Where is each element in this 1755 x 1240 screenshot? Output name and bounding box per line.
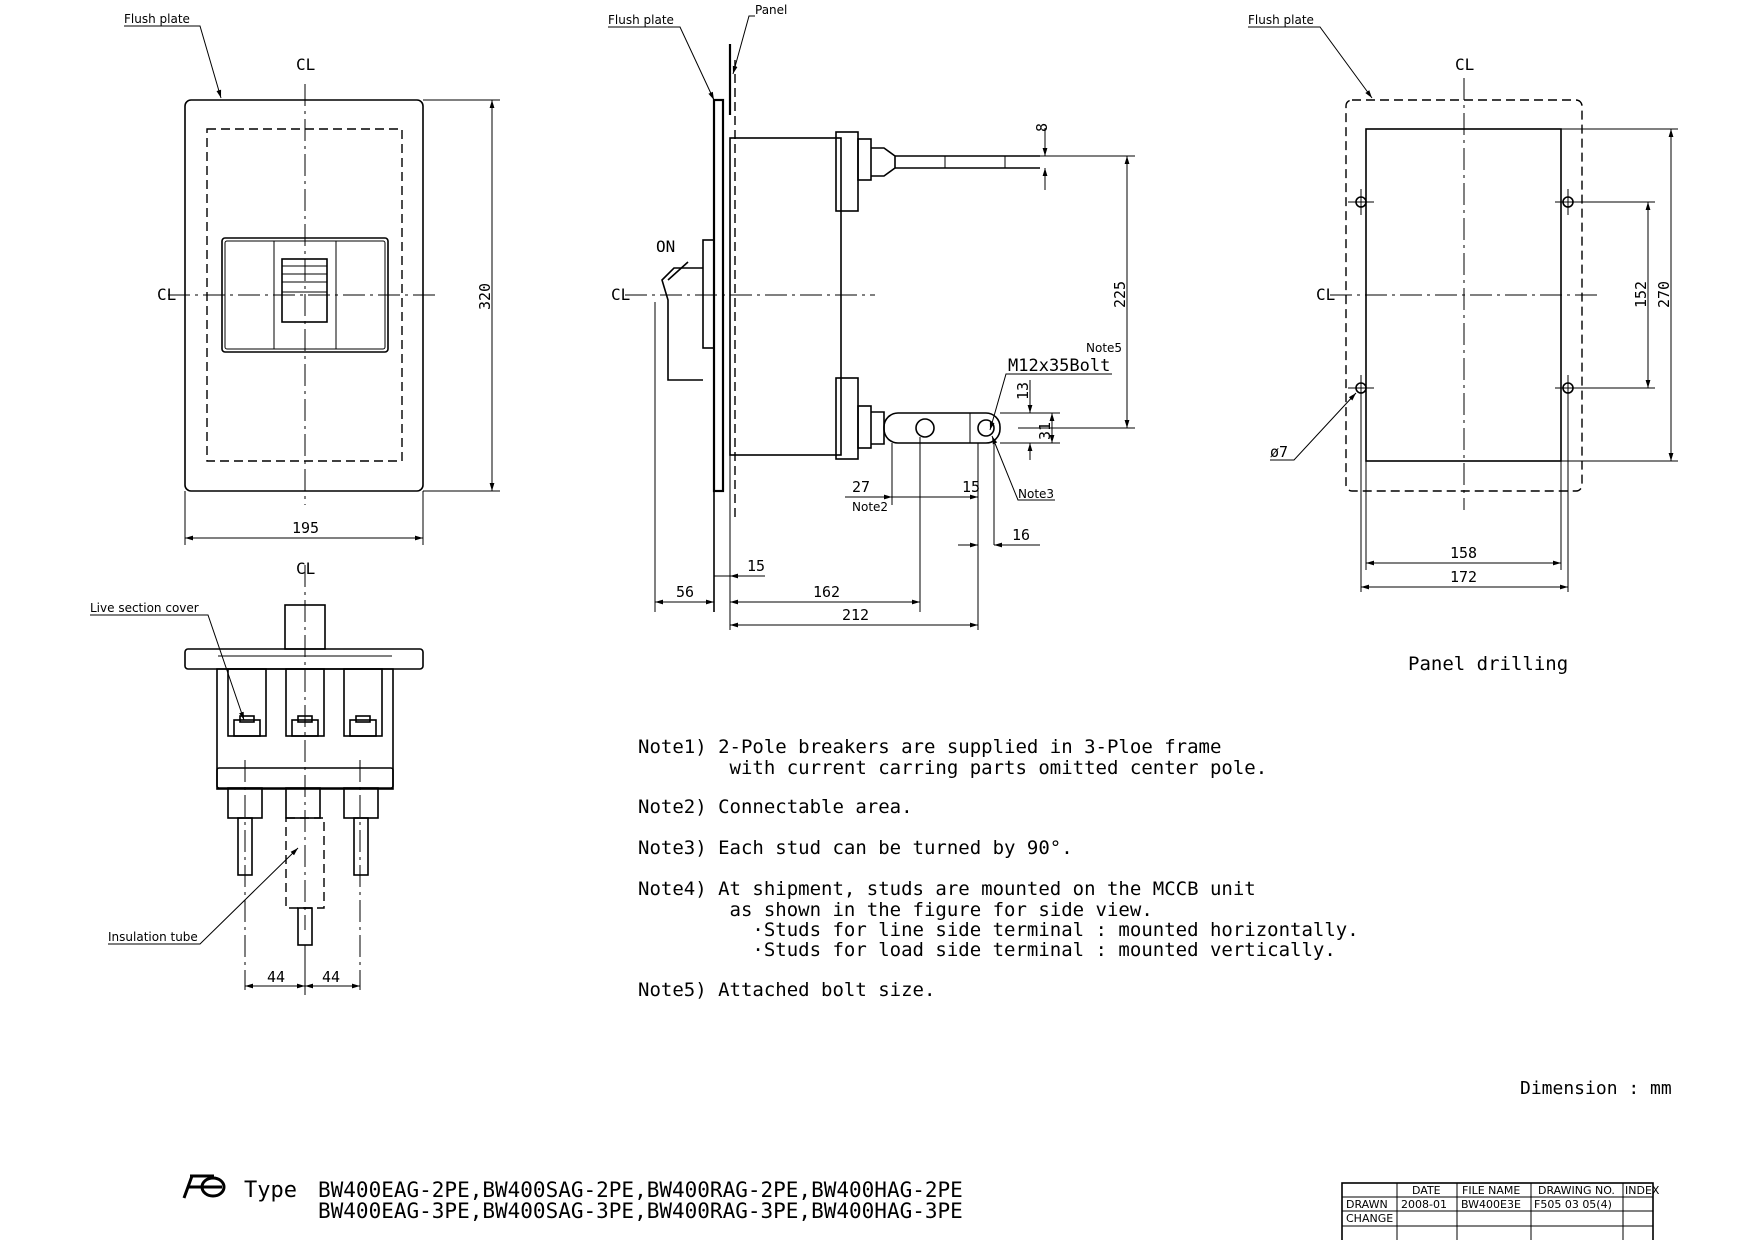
note-line: Note5) Attached bolt size. [638, 979, 935, 1001]
dim-320: 320 [476, 283, 494, 310]
title-header: DATE [1412, 1184, 1441, 1197]
centerline-symbol: CL [1455, 55, 1474, 74]
hole-diameter-label: ø7 [1270, 443, 1288, 461]
live-section-cover-label: Live section cover [90, 601, 199, 615]
dim-31: 31 [1036, 422, 1054, 440]
note2-label: Note2 [852, 500, 888, 514]
panel-drilling-view: CL CL Flush plate ø7 152 270 158 172 Pan… [1248, 13, 1678, 675]
fuji-electric-logo [182, 1174, 226, 1199]
dimension-unit-label: Dimension : mm [1520, 1078, 1672, 1099]
centerline-symbol: CL [296, 55, 315, 74]
flush-plate-label: Flush plate [124, 12, 190, 26]
dim-15b: 15 [747, 557, 765, 575]
type-line-1: BW400EAG-2PE,BW400SAG-2PE,BW400RAG-2PE,B… [318, 1178, 963, 1202]
note-line: Note4) At shipment, studs are mounted on… [638, 878, 1256, 900]
type-line-2: BW400EAG-3PE,BW400SAG-3PE,BW400RAG-3PE,B… [318, 1199, 963, 1223]
dim-162: 162 [813, 583, 840, 601]
note-line: with current carring parts omitted cente… [638, 757, 1267, 779]
dim-172: 172 [1450, 568, 1477, 586]
centerline-symbol: CL [611, 285, 630, 304]
bolt-size-label: M12x35Bolt [1008, 356, 1110, 376]
title-cell: BW400E3E [1461, 1198, 1521, 1211]
dim-8: 8 [1033, 123, 1051, 132]
dim-195: 195 [292, 519, 319, 537]
dim-44b: 44 [322, 968, 340, 986]
type-prefix: Type [244, 1178, 297, 1203]
on-label: ON [656, 237, 675, 256]
title-cell: 2008-01 [1401, 1198, 1447, 1211]
centerline-symbol: CL [157, 285, 176, 304]
flush-plate-label: Flush plate [1248, 13, 1314, 27]
title-cell: F505 03 05(4) [1534, 1198, 1612, 1211]
dim-27: 27 [852, 478, 870, 496]
dim-44a: 44 [267, 968, 285, 986]
dim-212: 212 [842, 606, 869, 624]
note5-label: Note5 [1086, 341, 1122, 355]
centerline-symbol: CL [1316, 285, 1335, 304]
title-block: DATE FILE NAME DRAWING NO. INDEX DRAWN 2… [1341, 1182, 1660, 1240]
panel-label: Panel [755, 3, 787, 17]
dim-56: 56 [676, 583, 694, 601]
flush-plate-label: Flush plate [608, 13, 674, 27]
note-line: Note2) Connectable area. [638, 796, 913, 818]
notes: Note1) 2-Pole breakers are supplied in 3… [638, 736, 1359, 1001]
type-block: Type BW400EAG-2PE,BW400SAG-2PE,BW400RAG-… [182, 1174, 963, 1223]
insulation-tube-label: Insulation tube [108, 930, 198, 944]
dim-225: 225 [1111, 281, 1129, 308]
title-header: INDEX [1625, 1184, 1660, 1197]
note-line: ·Studs for line side terminal : mounted … [638, 919, 1359, 941]
side-view: ON CL Panel Flush plate 8 [608, 3, 1135, 630]
dim-158: 158 [1450, 544, 1477, 562]
front-view: CL CL Flush plate 320 195 [124, 12, 500, 545]
panel-drilling-caption: Panel drilling [1408, 653, 1568, 675]
dim-15a: 15 [962, 478, 980, 496]
note-line: as shown in the figure for side view. [638, 899, 1153, 921]
side-breaker-body [729, 137, 842, 456]
dim-16: 16 [1012, 526, 1030, 544]
title-header: FILE NAME [1462, 1184, 1520, 1197]
mounting-hole [1348, 189, 1374, 215]
note3-label: Note3 [1018, 487, 1054, 501]
dim-152: 152 [1632, 281, 1650, 308]
title-header: DRAWING NO. [1538, 1184, 1615, 1197]
centerline-symbol: CL [296, 559, 315, 578]
note-line: Note1) 2-Pole breakers are supplied in 3… [638, 736, 1221, 758]
title-cell: CHANGE [1346, 1212, 1393, 1225]
note-line: ·Studs for load side terminal : mounted … [638, 939, 1336, 961]
dim-13: 13 [1014, 382, 1032, 400]
note-line: Note3) Each stud can be turned by 90°. [638, 837, 1073, 859]
dim-270: 270 [1655, 281, 1673, 308]
bottom-view: CL Live section cover Insulation tube [90, 559, 424, 995]
title-cell: DRAWN [1346, 1198, 1388, 1211]
